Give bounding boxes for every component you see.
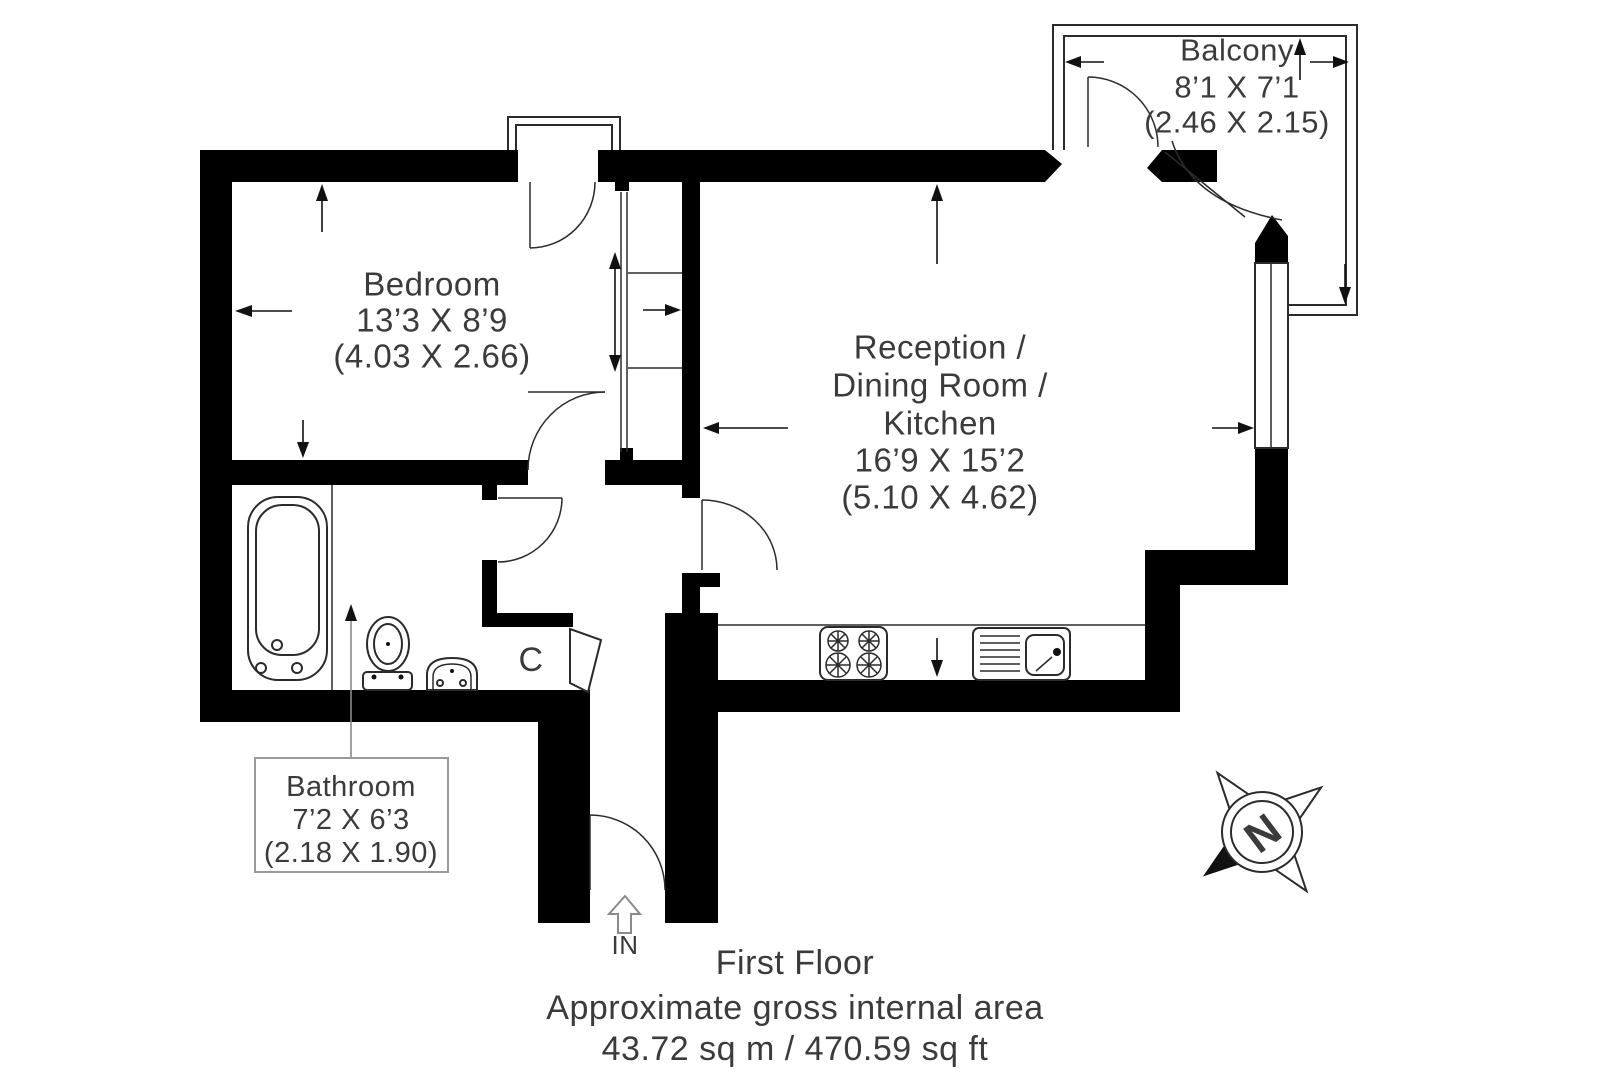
footer-floor: First Floor	[716, 944, 875, 982]
kitchen-sink	[972, 627, 1071, 681]
bedroom-size-metric: (4.03 X 2.66)	[333, 338, 530, 375]
bedroom-label: Bedroom 13’3 X 8’9 (4.03 X 2.66)	[333, 266, 530, 375]
toilet	[362, 616, 413, 691]
reception-arrows	[703, 184, 1254, 677]
balcony-name: Balcony	[1180, 33, 1294, 68]
bathroom-size-imperial: 7’2 X 6’3	[292, 804, 409, 836]
cupboard-door	[569, 627, 603, 694]
reception-name-3: Kitchen	[883, 405, 997, 442]
bedroom-size-imperial: 13’3 X 8’9	[356, 302, 508, 339]
window	[1254, 262, 1289, 449]
balcony-outline	[1052, 24, 1358, 316]
bathroom-leader-line	[345, 604, 357, 758]
walls	[200, 150, 1288, 923]
balcony-arrows	[1065, 38, 1351, 304]
bathroom-label: Bathroom 7’2 X 6’3 (2.18 X 1.90)	[264, 771, 438, 869]
bathroom-size-metric: (2.18 X 1.90)	[264, 837, 438, 869]
compass-icon: N	[1202, 770, 1324, 894]
footer-area-label: Approximate gross internal area	[546, 989, 1043, 1027]
balcony-size-metric: (2.46 X 2.15)	[1144, 105, 1330, 140]
dimension-arrows	[235, 38, 1351, 677]
bathroom-sink	[426, 656, 478, 691]
bedroom-name: Bedroom	[363, 266, 500, 303]
bay-recess	[507, 116, 621, 150]
shelf-lines	[620, 192, 682, 452]
footer-area-value: 43.72 sq m / 470.59 sq ft	[602, 1030, 989, 1068]
bathroom-name: Bathroom	[286, 771, 416, 803]
bedroom-arrows	[235, 184, 681, 458]
balcony-size-imperial: 8’1 X 7’1	[1174, 70, 1299, 105]
reception-size-imperial: 16’9 X 15’2	[855, 442, 1026, 479]
footer: First Floor Approximate gross internal a…	[546, 944, 1043, 1068]
bathroom-door	[497, 497, 563, 563]
balcony-door	[1087, 76, 1159, 148]
balcony-inner-door	[1164, 140, 1283, 221]
entrance-door	[589, 814, 666, 891]
entrance-label: IN	[612, 930, 639, 960]
bay-door	[529, 181, 596, 249]
reception-name-2: Dining Room /	[832, 367, 1048, 404]
doors	[497, 76, 1283, 891]
stove	[819, 626, 888, 681]
reception-door	[701, 499, 778, 571]
bathroom-label-box	[254, 757, 449, 873]
bedroom-door	[527, 391, 606, 471]
reception-name-1: Reception /	[854, 329, 1027, 366]
reception-size-metric: (5.10 X 4.62)	[841, 479, 1038, 516]
reception-label: Reception / Dining Room / Kitchen 16’9 X…	[832, 329, 1048, 516]
in-arrow-icon	[606, 894, 643, 934]
bathtub	[247, 496, 328, 681]
cupboard-label: C	[518, 641, 543, 679]
balcony-label: Balcony 8’1 X 7’1 (2.46 X 2.15)	[1144, 33, 1330, 140]
